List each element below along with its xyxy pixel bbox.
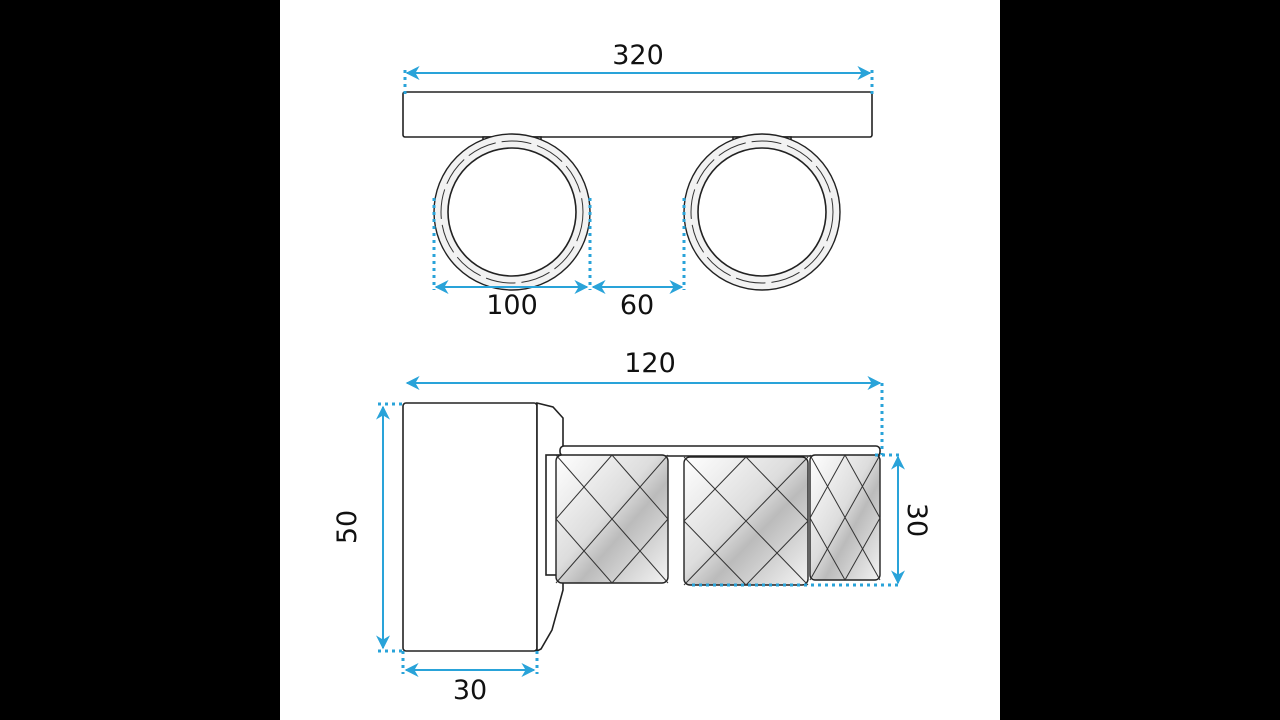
dimension-label-100: 100 — [486, 290, 538, 321]
extension-lines-rings — [432, 198, 686, 290]
ring-right — [683, 133, 841, 291]
side-view: 120 50 30 30 — [332, 348, 932, 706]
extension-lines-320 — [403, 70, 874, 96]
top-view: 320 100 60 — [402, 40, 874, 321]
extension-lines-50 — [378, 402, 405, 653]
dimension-label-120: 120 — [624, 348, 676, 379]
crystal-rail — [559, 445, 881, 457]
crystal-2 — [683, 456, 809, 586]
ring-left — [433, 133, 591, 291]
dimension-label-30-crystal: 30 — [901, 503, 932, 537]
base-plate — [402, 402, 538, 652]
dimension-label-30-base: 30 — [453, 675, 487, 706]
crystal-3 — [809, 453, 881, 582]
dimension-label-50: 50 — [332, 510, 363, 544]
dimension-label-320: 320 — [612, 40, 664, 71]
mounting-bar — [402, 91, 873, 138]
crystal-1 — [555, 454, 669, 584]
dimension-label-60: 60 — [620, 290, 654, 321]
